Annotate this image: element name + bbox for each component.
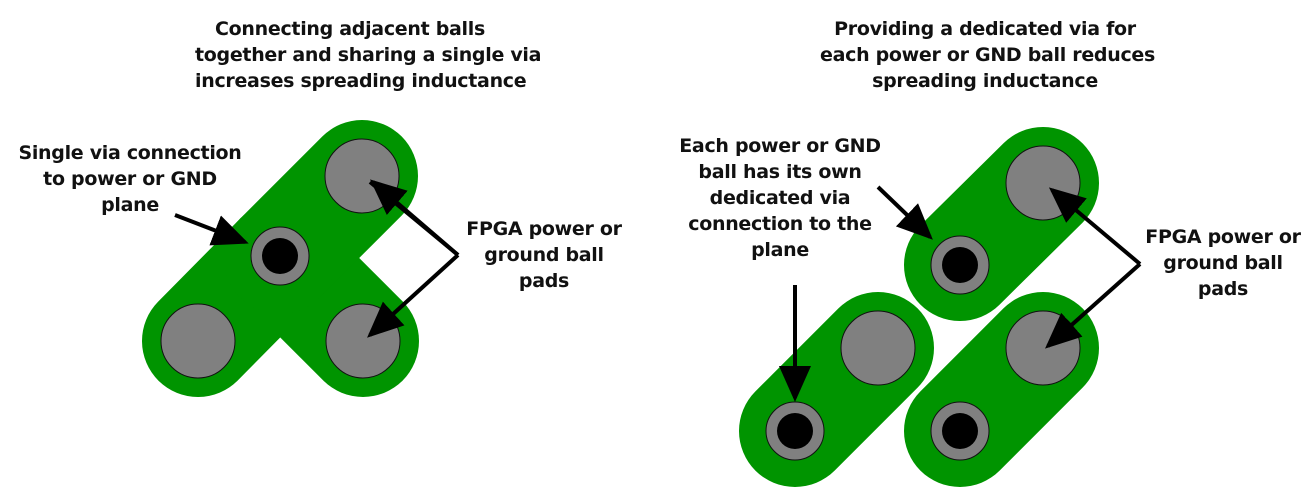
right-via-arrow-upper (876, 185, 933, 240)
title-line: spreading inductance (872, 70, 1098, 92)
left-ball-pad-bottom-right (325, 303, 401, 379)
via-drill-hole (942, 247, 978, 283)
title-line: Connecting adjacent balls (215, 18, 485, 40)
left-ball-pad-bottom-left (160, 303, 236, 379)
title-line: Providing a dedicated via for (834, 18, 1136, 40)
label-line: ground ball (484, 244, 604, 266)
title-line: together and sharing a single via (195, 44, 542, 66)
label-line: pads (1197, 278, 1249, 300)
left-via-arrow (174, 213, 249, 246)
right-pad-arrow-lower (1045, 262, 1142, 349)
label-line: dedicated via (709, 187, 851, 209)
right-via-label: Each power or GND ball has its own dedic… (660, 133, 900, 263)
left-pad-label: FPGA power or ground ball pads (456, 216, 632, 294)
left-pad-arrow-lower (367, 253, 460, 338)
via-drill-hole (262, 238, 298, 274)
title-line: each power or GND ball reduces (820, 44, 1156, 66)
right-pad-label: FPGA power or ground ball pads (1135, 224, 1309, 302)
right-ball-pad-top (1005, 145, 1081, 221)
label-line: pads (518, 270, 570, 292)
label-line: plane (751, 239, 809, 261)
label-line: ground ball (1163, 252, 1283, 274)
right-dedicated-via-footprint (739, 127, 1099, 487)
label-line: Each power or GND (679, 135, 881, 157)
left-panel-title: Connecting adjacent balls together and s… (195, 16, 542, 94)
right-ball-pad-bottom-left (840, 310, 916, 386)
label-line: Single via connection (18, 142, 242, 164)
label-line: connection to the (688, 213, 872, 235)
label-line: ball has its own (698, 161, 862, 183)
via-drill-hole (777, 413, 813, 449)
label-line: FPGA power or (466, 218, 622, 240)
left-ball-pad-top-right (324, 138, 400, 214)
left-shared-via-footprint (142, 120, 419, 397)
label-line: to power or GND (43, 168, 217, 190)
left-shared-via (250, 226, 310, 286)
title-line: increases spreading inductance (195, 70, 527, 92)
left-via-label: Single via connection to power or GND pl… (10, 140, 250, 218)
right-strip-bottom-right (904, 292, 1099, 487)
via-drill-hole (942, 413, 978, 449)
label-line: FPGA power or (1145, 226, 1301, 248)
right-ball-pad-bottom-right (1005, 310, 1081, 386)
left-pad-arrow-upper (369, 179, 460, 257)
label-line: plane (101, 194, 159, 216)
right-pad-arrow-upper (1048, 187, 1142, 266)
right-strip-bottom-left (739, 292, 934, 487)
right-strip-top (904, 127, 1099, 321)
right-panel-title: Providing a dedicated via for each power… (820, 16, 1156, 94)
